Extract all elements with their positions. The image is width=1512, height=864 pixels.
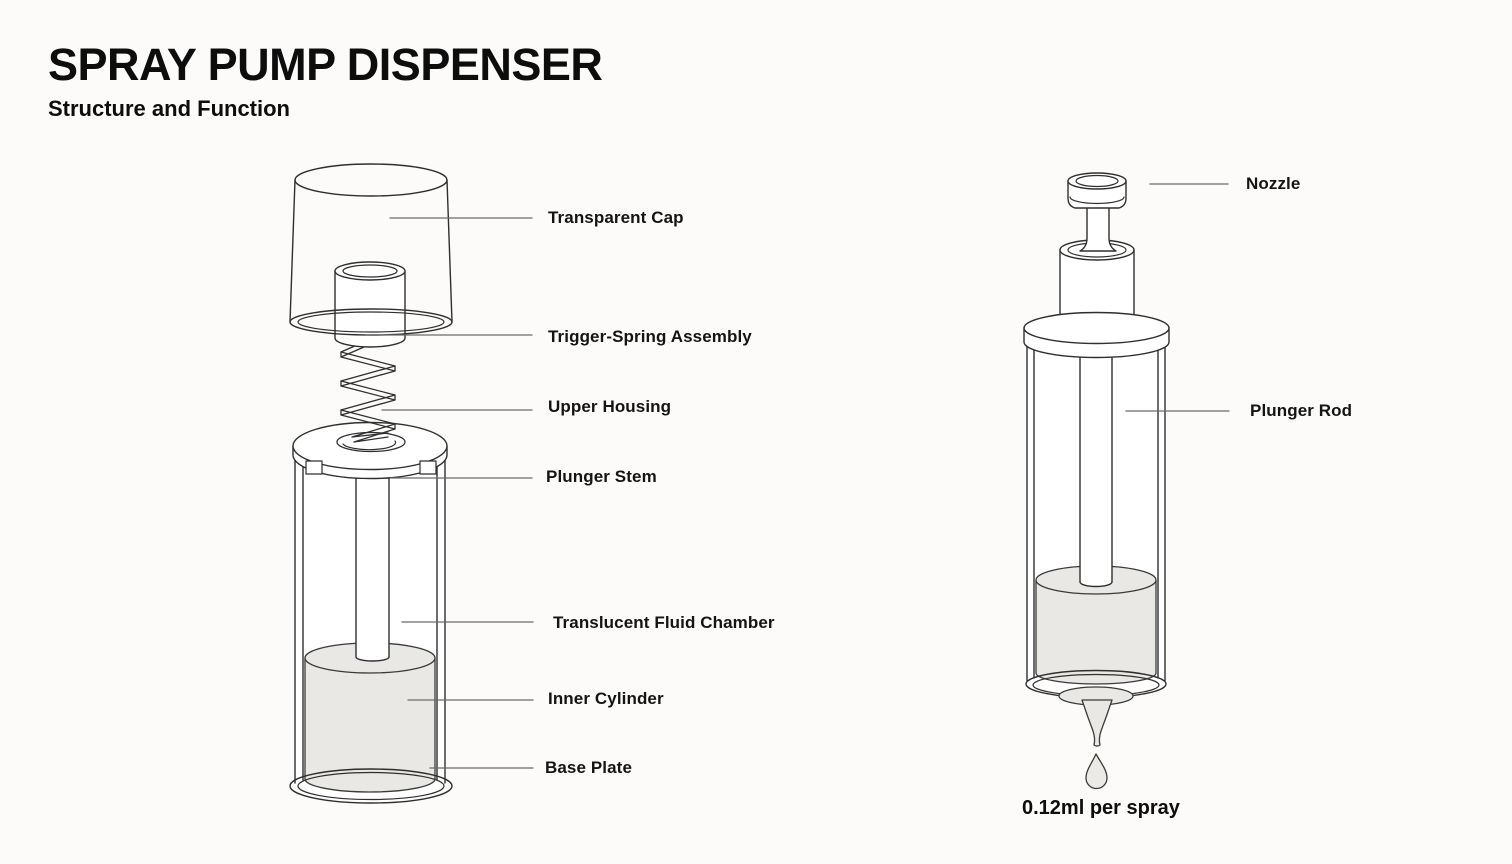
header: SPRAY PUMP DISPENSER Structure and Funct… [48, 39, 603, 122]
base-plate [289, 768, 453, 804]
label-translucent-fluid-chamber: Translucent Fluid Chamber [553, 613, 775, 632]
upper-housing [292, 421, 448, 480]
transparent-cap [289, 163, 453, 336]
label-plunger-rod: Plunger Rod [1250, 401, 1353, 420]
droplet [1058, 686, 1134, 790]
spring [340, 338, 396, 443]
chamber-walls [294, 449, 446, 784]
leader-lines-right [1125, 183, 1230, 412]
label-transparent-cap: Transparent Cap [548, 208, 684, 227]
leader-lines-left [365, 217, 534, 769]
inner-cylinder-fluid [304, 642, 436, 793]
nozzle [1067, 172, 1127, 209]
body-walls [1026, 343, 1166, 682]
label-inner-cylinder: Inner Cylinder [548, 689, 664, 708]
plunger-stem [355, 477, 390, 662]
nozzle-stem [1079, 195, 1117, 252]
label-base-plate: Base Plate [545, 758, 632, 777]
page-title: SPRAY PUMP DISPENSER [48, 39, 603, 90]
label-upper-housing: Upper Housing [548, 397, 672, 416]
falling-drop [1085, 753, 1108, 790]
assembled-view-drawing [1023, 172, 1230, 790]
label-plunger-stem: Plunger Stem [546, 467, 657, 486]
dose-caption: 0.12ml per spray [1022, 797, 1180, 819]
exploded-view-drawing [289, 163, 534, 804]
label-nozzle: Nozzle [1246, 174, 1301, 193]
page-subtitle: Structure and Function [48, 96, 290, 121]
plunger-rod [1079, 345, 1113, 588]
label-trigger-spring-assembly: Trigger-Spring Assembly [548, 327, 752, 346]
collar-disc [1023, 311, 1170, 359]
